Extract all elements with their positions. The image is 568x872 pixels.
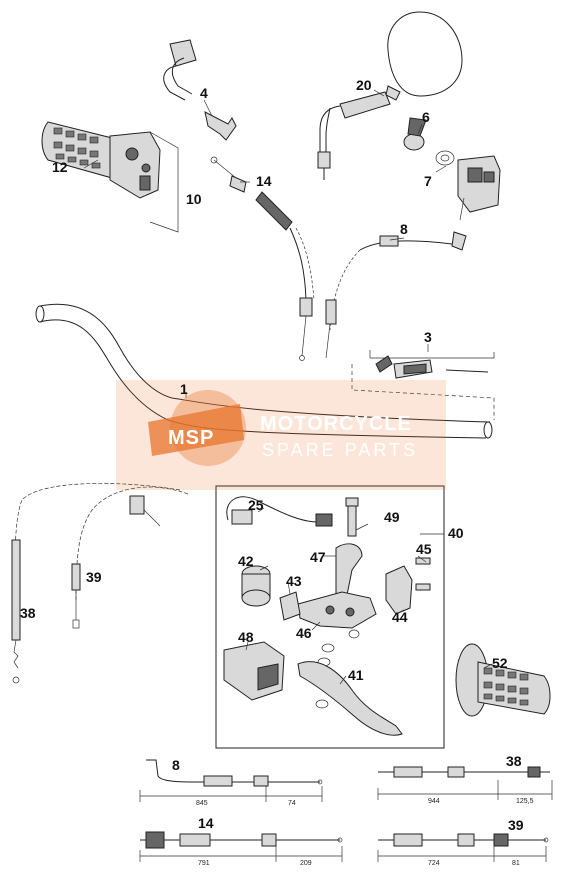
callout-25: 25 — [248, 497, 264, 513]
callout-48: 48 — [238, 629, 254, 645]
dim-38-a: 944 — [428, 798, 440, 805]
cable-14-detail — [139, 831, 343, 862]
bolt-part[interactable] — [345, 497, 359, 537]
cable-39-part[interactable] — [71, 486, 189, 629]
watermark-logo-text: MSP — [168, 427, 214, 449]
watermark-logo: MSP MOTORCYCLE SPARE PARTS — [116, 380, 446, 490]
callout-38: 38 — [20, 605, 36, 621]
callout-44: 44 — [392, 609, 408, 625]
callout-42: 42 — [238, 553, 254, 569]
dim-38-b: 125,5 — [516, 798, 534, 805]
callout-1: 1 — [180, 381, 188, 397]
dim-39-a: 724 — [428, 860, 440, 867]
cable-39-detail — [377, 833, 549, 862]
dim-8-a: 845 — [196, 800, 208, 807]
dim-8-b: 74 — [288, 800, 296, 807]
callout-39: 39 — [86, 569, 102, 585]
callout-12: 12 — [52, 159, 68, 175]
callout-41: 41 — [348, 667, 364, 683]
left-grip-part[interactable] — [455, 643, 551, 717]
detail-label-8: 8 — [172, 757, 180, 773]
cable-8-detail — [139, 759, 323, 802]
callout-40: 40 — [448, 525, 464, 541]
housing-bracket-line — [149, 131, 179, 233]
switch-part[interactable] — [403, 117, 501, 221]
clutch-cable-upper[interactable] — [325, 231, 467, 359]
detail-label-14: 14 — [198, 815, 214, 831]
detail-labels: 8 845 74 38 944 125,5 14 791 209 39 724 … — [172, 753, 534, 867]
mirror-part[interactable] — [317, 11, 463, 180]
callout-47: 47 — [310, 549, 326, 565]
callout-labels: 4 20 6 12 7 14 10 8 3 1 25 49 40 45 47 4… — [20, 77, 508, 683]
callout-6: 6 — [422, 109, 430, 125]
cable-38-detail — [377, 766, 553, 800]
callout-43: 43 — [286, 573, 302, 589]
throttle-cable-upper[interactable] — [210, 156, 315, 361]
detail-label-38: 38 — [506, 753, 522, 769]
callout-14: 14 — [256, 173, 272, 189]
watermark-line2: SPARE PARTS — [262, 440, 418, 460]
lever-bracket-part[interactable] — [297, 543, 377, 629]
lever-cover-part[interactable] — [223, 641, 285, 701]
callout-49: 49 — [384, 509, 400, 525]
handlebar-part[interactable] — [35, 303, 493, 439]
detail-label-39: 39 — [508, 817, 524, 833]
callout-10: 10 — [186, 191, 202, 207]
clutch-switch-part[interactable] — [226, 496, 333, 527]
callout-8: 8 — [400, 221, 408, 237]
dim-14-b: 209 — [300, 860, 312, 867]
dim-39-b: 81 — [512, 860, 520, 867]
callout-4: 4 — [200, 85, 208, 101]
clamp-part[interactable] — [385, 557, 431, 615]
leader-lines — [83, 89, 493, 685]
watermark-line1: MOTORCYCLE — [260, 413, 412, 435]
bracket-part[interactable] — [163, 39, 237, 141]
handlebar-pad-part[interactable] — [351, 350, 495, 420]
adjuster-part[interactable] — [241, 565, 301, 621]
callout-46: 46 — [296, 625, 312, 641]
callout-45: 45 — [416, 541, 432, 557]
callout-20: 20 — [356, 77, 372, 93]
throttle-grip-part[interactable] — [41, 121, 161, 199]
clutch-assembly-frame — [215, 485, 445, 749]
callout-52: 52 — [492, 655, 508, 671]
cable-38-part[interactable] — [11, 483, 181, 684]
callout-3: 3 — [424, 329, 432, 345]
callout-7: 7 — [424, 173, 432, 189]
dim-14-a: 791 — [198, 860, 210, 867]
clutch-lever-part[interactable] — [297, 629, 403, 736]
